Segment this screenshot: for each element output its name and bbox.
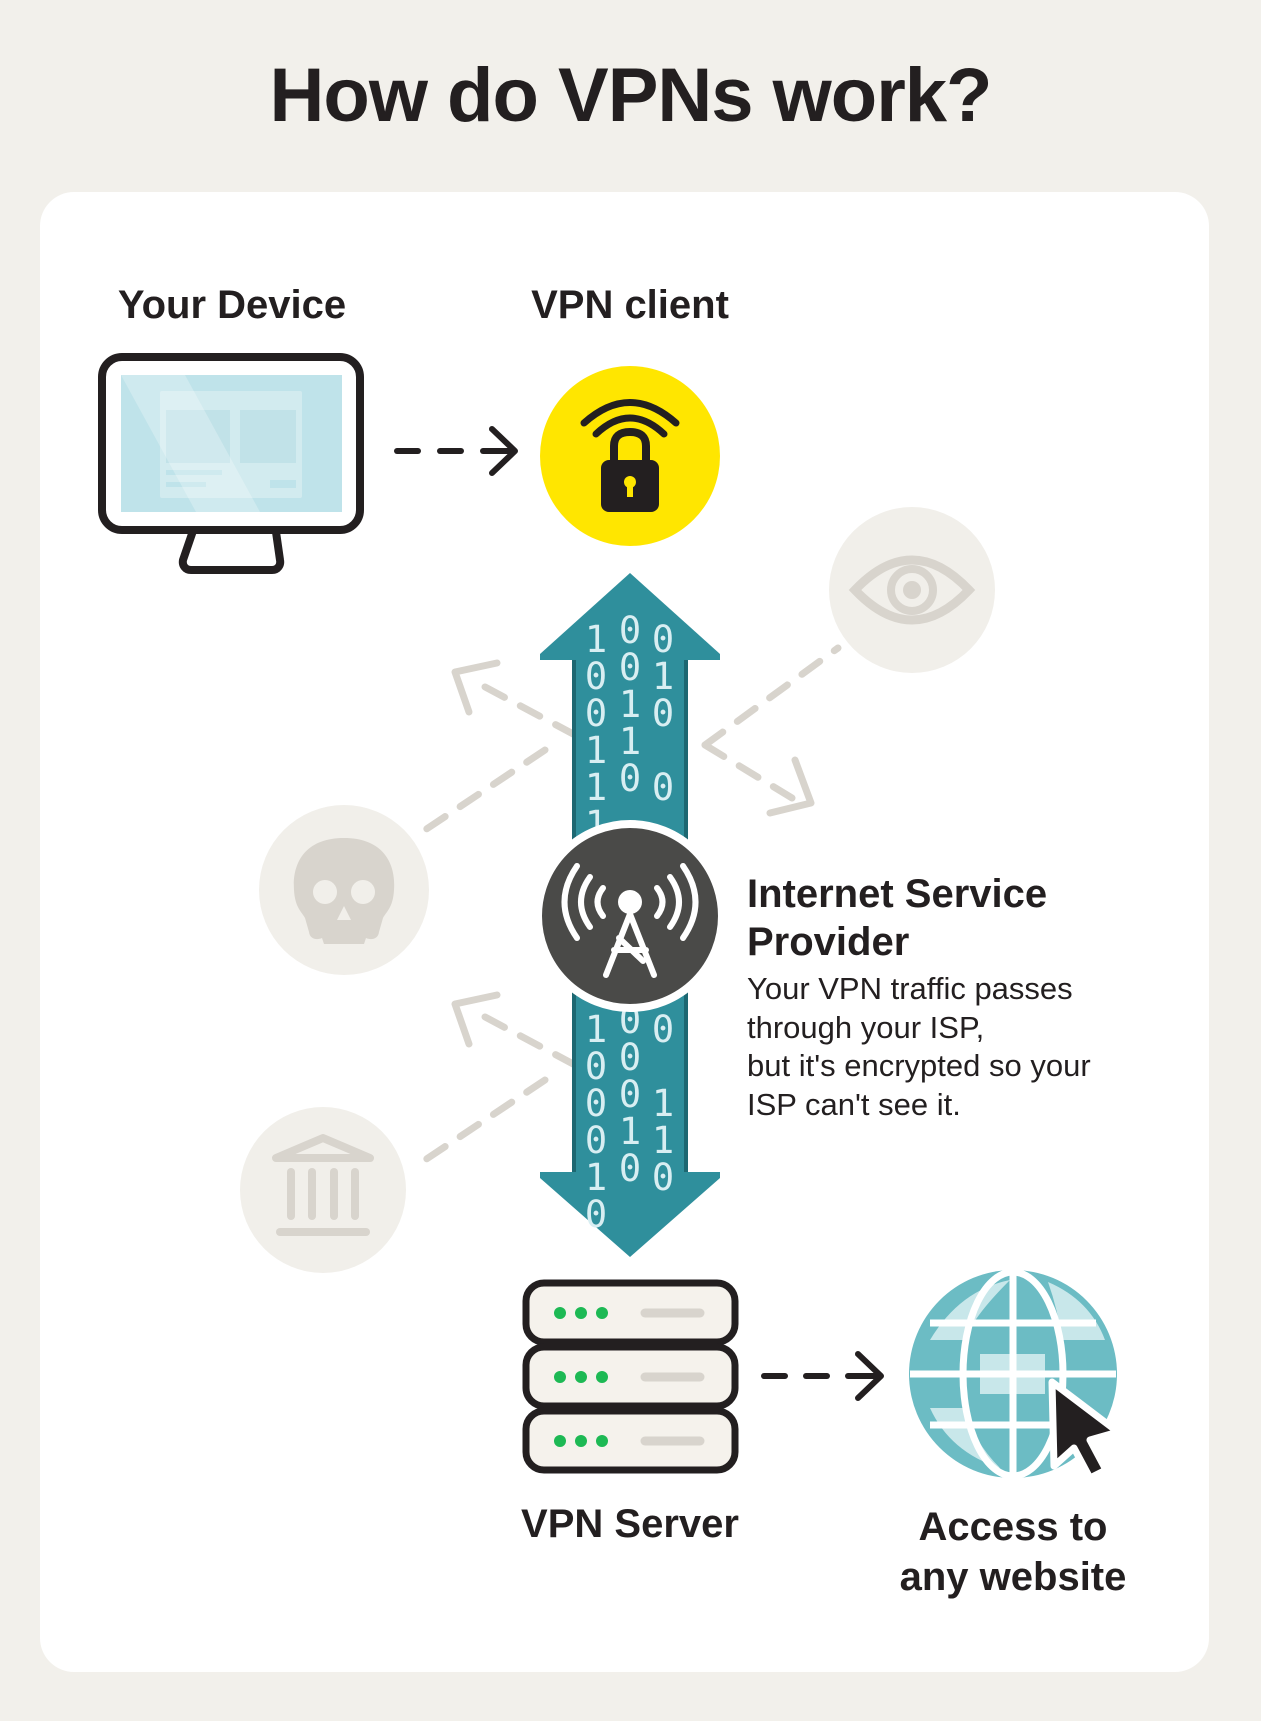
padlock-wifi-icon — [540, 366, 720, 546]
binary-digit: 1 — [652, 655, 674, 698]
server-stack-icon — [522, 1279, 739, 1474]
vpn-server-label: VPN Server — [521, 1502, 739, 1546]
binary-digit: 0 — [619, 757, 641, 800]
isp-title: Internet Service Provider — [747, 870, 1167, 966]
page-title: How do VPNs work? — [269, 53, 993, 138]
server-to-website-arrow — [761, 1351, 884, 1401]
binary-digit: 0 — [652, 766, 674, 809]
binary-digit: 1 — [585, 766, 607, 809]
monitor-icon — [98, 353, 364, 574]
isp-title-line-1: Internet Service — [747, 872, 1048, 916]
binary-digit: 0 — [652, 1008, 674, 1051]
binary-digit: 1 — [585, 1156, 607, 1199]
threat-flow-lines — [421, 644, 842, 1164]
eye-icon — [829, 507, 995, 673]
isp-desc-line: ISP can't see it. — [747, 1086, 961, 1122]
binary-digit: 1 — [652, 1119, 674, 1162]
binary-digit: 0 — [585, 1082, 607, 1125]
vpn-client-label: VPN client — [531, 283, 729, 327]
binary-digit: 0 — [619, 1147, 641, 1190]
isp-title-line-2: Provider — [747, 920, 910, 964]
cell-tower-icon — [534, 820, 726, 1012]
isp-description: Your VPN traffic passes through your ISP… — [747, 970, 1187, 1124]
your-device-label: Your Device — [117, 283, 347, 327]
binary-digit: 1 — [585, 1008, 607, 1051]
skull-icon — [259, 805, 429, 975]
deflect-arrowheads — [451, 659, 815, 1048]
binary-digit: 1 — [619, 1110, 641, 1153]
cursor-icon — [1048, 1378, 1122, 1482]
binary-digit: 0 — [585, 1045, 607, 1088]
binary-digit: 1 — [585, 618, 607, 661]
binary-digit: 1 — [585, 729, 607, 772]
bank-icon — [240, 1107, 406, 1273]
isp-desc-line: Your VPN traffic passes — [747, 971, 1073, 1006]
binary-digit: 1 — [619, 683, 641, 726]
binary-digit: 0 — [585, 1119, 607, 1162]
website-label-line-2: any website — [899, 1555, 1127, 1599]
deflect-arrow-bottom-left — [451, 991, 501, 1048]
binary-digit: 0 — [619, 1036, 641, 1079]
deflect-arrow-right — [766, 756, 815, 817]
binary-digit: 0 — [619, 646, 641, 689]
device-to-client-arrow — [394, 426, 518, 476]
website-label: Access to any website — [863, 1502, 1163, 1602]
binary-digit: 0 — [619, 609, 641, 652]
website-label-line-1: Access to — [918, 1505, 1108, 1549]
binary-digit: 0 — [585, 655, 607, 698]
binary-digit: 0 — [585, 1193, 607, 1236]
binary-digit: 0 — [652, 692, 674, 735]
isp-desc-line: through your ISP, — [747, 1009, 985, 1045]
binary-digit: 0 — [652, 618, 674, 661]
binary-digit: 0 — [585, 692, 607, 735]
binary-digit: 1 — [652, 1082, 674, 1125]
binary-digit: 1 — [619, 720, 641, 763]
binary-digit: 0 — [619, 1073, 641, 1116]
isp-desc-line: but it's encrypted so your — [747, 1048, 1091, 1083]
binary-digit: 0 — [652, 1156, 674, 1199]
deflect-arrow-top-left — [451, 659, 501, 716]
